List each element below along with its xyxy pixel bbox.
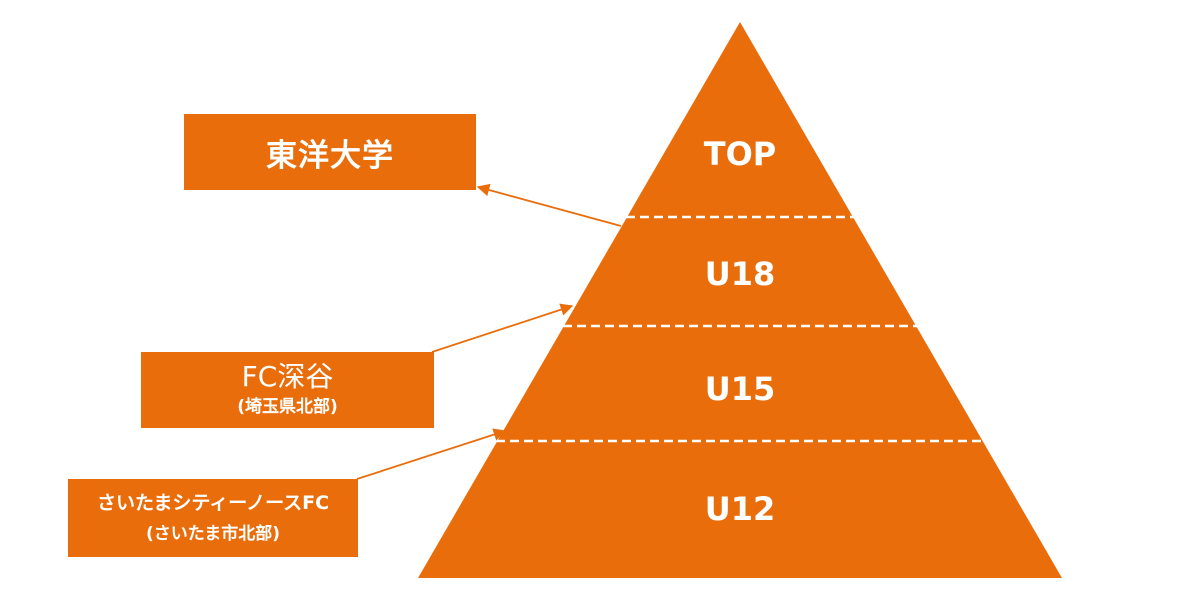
level-label-u15: U15 xyxy=(705,370,776,408)
club-region-saitama: (さいたま市北部) xyxy=(145,524,281,544)
level-label-u18: U18 xyxy=(705,255,776,293)
club-box-toyo: 東洋大学 xyxy=(184,114,476,190)
club-name-saitama: さいたまシティーノースFC xyxy=(96,492,330,514)
connector-arrow-toyo xyxy=(476,183,622,227)
club-name-toyo: 東洋大学 xyxy=(266,137,394,174)
level-label-u12: U12 xyxy=(705,490,776,528)
connector-arrow-fukaya xyxy=(431,303,574,353)
pyramid-shape xyxy=(418,22,1062,578)
club-name-fukaya: FC深谷 xyxy=(241,360,334,393)
club-region-fukaya: (埼玉県北部) xyxy=(237,397,338,417)
level-label-top: TOP xyxy=(704,135,776,173)
club-box-saitama: さいたまシティーノースFC (さいたま市北部) xyxy=(68,479,358,557)
club-box-fukaya: FC深谷 (埼玉県北部) xyxy=(141,352,434,428)
connector-arrow-saitama xyxy=(356,428,507,480)
